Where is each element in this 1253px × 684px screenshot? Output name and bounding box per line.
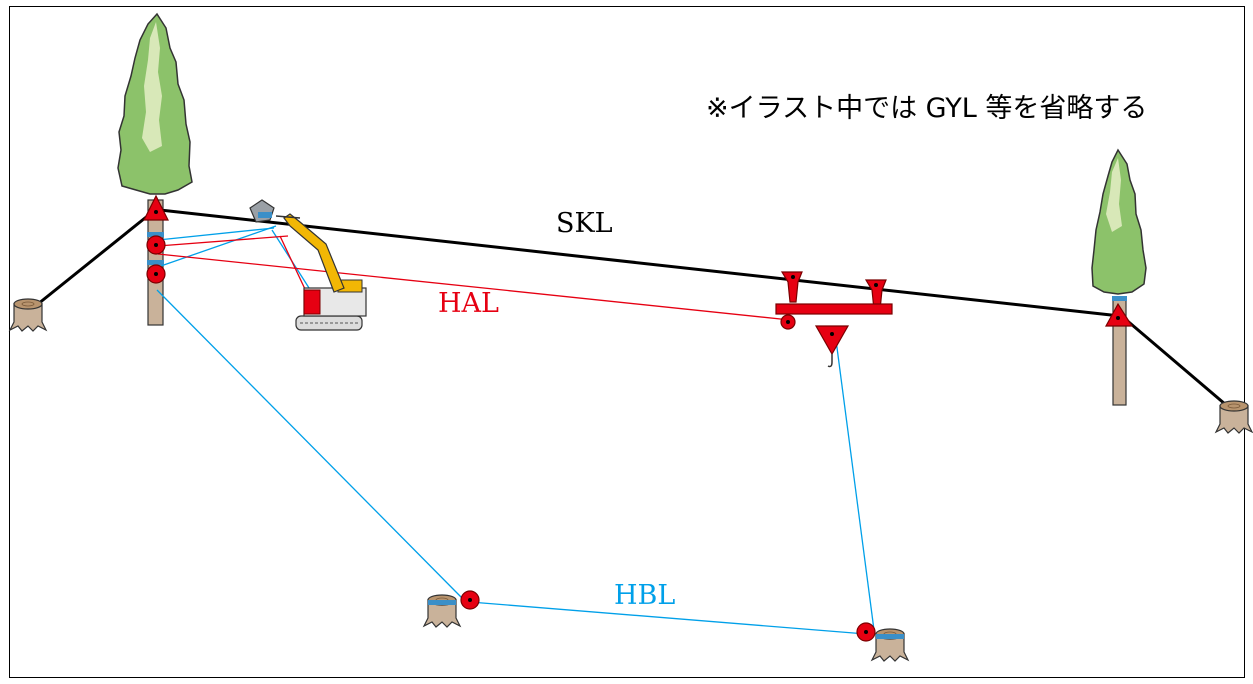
right-anchor-stump bbox=[1215, 400, 1253, 434]
diagram-frame bbox=[9, 6, 1245, 678]
carriage-sheave-left bbox=[780, 271, 803, 303]
bottom-right-stump-band bbox=[876, 634, 904, 639]
bottom-left-stump bbox=[423, 594, 461, 628]
skl-main-span bbox=[159, 208, 1121, 318]
omission-note: ※イラスト中では GYL 等を省略する bbox=[706, 93, 1148, 124]
left-tree bbox=[117, 12, 193, 326]
right-skyline-block bbox=[1104, 302, 1134, 327]
carriage-frame bbox=[775, 303, 893, 315]
hal-label: HAL bbox=[438, 288, 499, 319]
carriage-hook-block bbox=[814, 325, 850, 356]
right-tree-highlight bbox=[1106, 158, 1122, 232]
bottom-right-stump bbox=[871, 628, 909, 662]
haulback-line bbox=[156, 225, 875, 635]
hal-segment-to-carriage bbox=[157, 253, 791, 321]
left-tree-band-1 bbox=[147, 232, 164, 237]
left-hal-pulley bbox=[146, 235, 166, 255]
left-skyline-block bbox=[143, 194, 169, 221]
skl-label: SKL bbox=[556, 208, 613, 239]
left-tree-blocks bbox=[143, 194, 169, 284]
excavator-drum bbox=[303, 289, 321, 315]
hbl-segment-up-to-carriage bbox=[835, 339, 875, 631]
bottom-left-pulley bbox=[460, 590, 480, 610]
left-hbl-pulley bbox=[146, 264, 166, 284]
bottom-right-pulley bbox=[856, 622, 876, 642]
hbl-segment-to-yarder-2 bbox=[157, 227, 275, 241]
grapple-head bbox=[249, 199, 275, 223]
carriage bbox=[775, 271, 893, 368]
excavator-boom bbox=[283, 213, 345, 293]
right-tree-band bbox=[1112, 296, 1127, 301]
hbl-segment-tree-to-stump bbox=[156, 289, 463, 599]
grapple-band bbox=[258, 212, 272, 218]
hal-segment-tree-to-yarder bbox=[157, 235, 289, 247]
right-tree bbox=[1091, 148, 1147, 406]
skyline-cable bbox=[27, 208, 1233, 412]
left-tree-band-2 bbox=[147, 260, 164, 265]
hbl-segment-bottom bbox=[469, 601, 867, 635]
left-tree-highlight bbox=[142, 22, 162, 152]
hbl-segment-to-yarder-1 bbox=[157, 225, 277, 268]
hook-icon bbox=[827, 354, 833, 368]
skl-left-guy bbox=[27, 212, 151, 314]
hbl-label: HBL bbox=[614, 580, 676, 611]
bottom-left-stump-band bbox=[428, 600, 456, 605]
excavator-yarder bbox=[249, 199, 367, 331]
left-anchor-stump bbox=[9, 298, 47, 332]
skl-right-guy bbox=[1123, 316, 1233, 412]
